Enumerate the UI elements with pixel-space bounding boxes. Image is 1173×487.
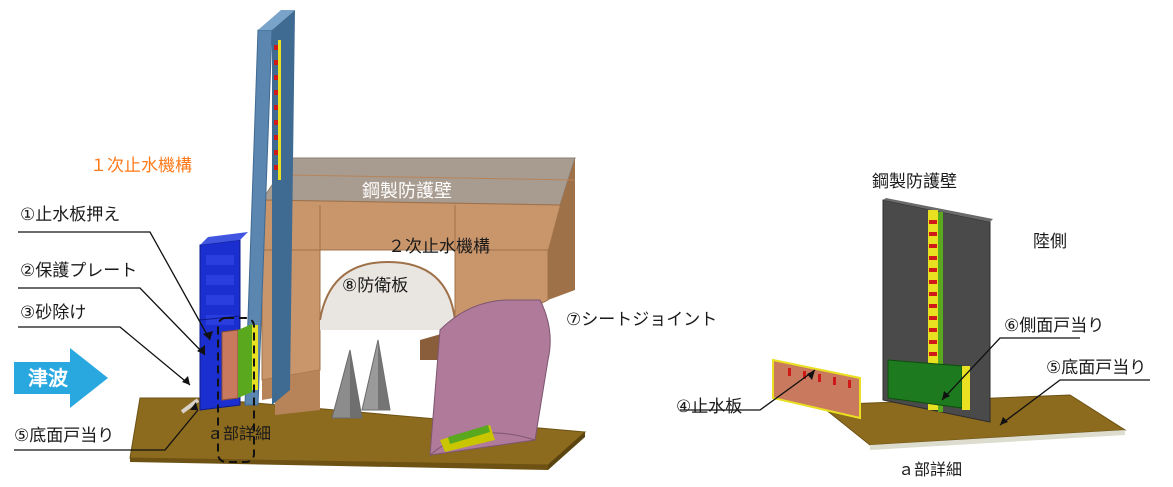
- leader-arrowheads-right: [807, 370, 1008, 425]
- detail-a-label-right: ａ部詳細: [898, 460, 963, 479]
- item3-label: ③砂除け: [20, 303, 87, 323]
- primary-gate-panel: [244, 10, 295, 406]
- steel-wall-label-left: 鋼製防護壁: [362, 181, 452, 202]
- tsunami-arrow: [14, 348, 108, 408]
- water-stop-assembly: [180, 317, 258, 463]
- detail-water-stop-plate: [772, 358, 861, 420]
- land-side-label: 陸側: [1033, 232, 1067, 252]
- steel-wall-label-right: 鋼製防護壁: [872, 172, 957, 192]
- tsunami-label: 津波: [28, 366, 68, 390]
- item6-label: ⑥側面戸当り: [1004, 316, 1105, 336]
- item2-label: ②保護プレート: [20, 261, 138, 281]
- right-base-plate: [818, 394, 1127, 450]
- defense-plates: [331, 339, 391, 419]
- leader-lines-right: [680, 337, 1150, 426]
- item5-label-left: ⑤底面戸当り: [14, 426, 115, 446]
- item1-label: ①止水板押え: [20, 205, 121, 225]
- leader-lines-left: [14, 231, 211, 451]
- detail-a-label-left: ａ部詳細: [207, 424, 272, 443]
- item4-label: ④止水板: [676, 397, 743, 417]
- item7-label: ⑦シートジョイント: [566, 310, 718, 330]
- leader-arrowheads-left: [182, 331, 213, 410]
- sheet-joint: [429, 299, 551, 456]
- seal-marks: [274, 40, 281, 180]
- item5-label-right: ⑤底面戸当り: [1046, 358, 1147, 378]
- primary-mechanism-label: １次止水機構: [90, 156, 192, 176]
- detail-gate-panel: [882, 198, 993, 423]
- detail-a-marker: [217, 317, 255, 463]
- secondary-mechanism-label: ２次止水機構: [388, 237, 490, 257]
- item8-label: ⑧防衛板: [342, 276, 409, 296]
